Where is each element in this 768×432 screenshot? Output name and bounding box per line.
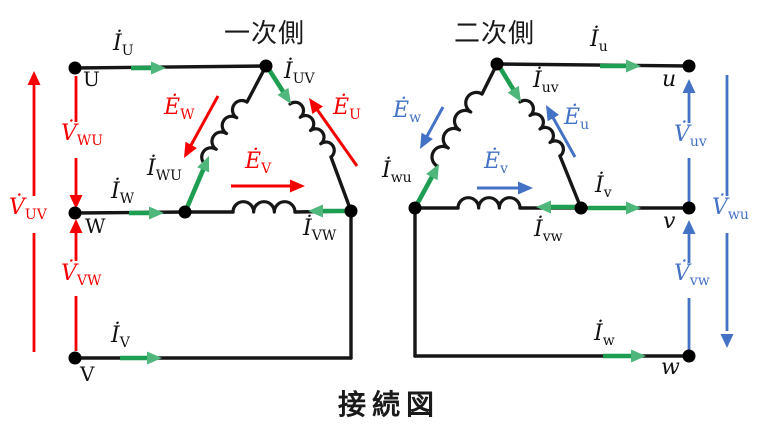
node-v bbox=[682, 201, 696, 215]
VUV-arrowhead-up bbox=[27, 71, 41, 85]
node-primary-bottom-left bbox=[178, 205, 192, 219]
voltage-arrow-VUV bbox=[27, 71, 41, 352]
label-emf-EV: ĖV bbox=[245, 149, 272, 177]
terminal-label-u: u bbox=[662, 67, 677, 92]
label-voltage-Vwu: V̇wu bbox=[712, 195, 749, 223]
emf-arrow-EU bbox=[309, 98, 359, 167]
current-arrow-IV bbox=[120, 351, 162, 365]
wire-apex-u bbox=[495, 62, 691, 68]
voltage-arrow-Vvw bbox=[682, 220, 696, 351]
current-arrow-IUV bbox=[266, 66, 291, 104]
terminal-label-W: W bbox=[85, 214, 106, 238]
VVW-arrowhead-up bbox=[69, 219, 83, 233]
voltage-arrow-Vuv bbox=[682, 79, 696, 203]
node-secondary-apex bbox=[490, 57, 504, 71]
label-current-iu: İu bbox=[590, 27, 608, 55]
node-primary-bottom-right bbox=[344, 204, 358, 218]
wire-delta-left-upper bbox=[245, 64, 268, 104]
label-voltage-Vvw: V̇vw bbox=[674, 261, 710, 289]
primary-winding-bottom-coil bbox=[231, 200, 297, 214]
primary-winding-right-coil bbox=[288, 100, 336, 159]
label-emf-EU: ĖU bbox=[333, 95, 361, 123]
voltage-arrow-VWU bbox=[69, 76, 83, 209]
emf-arrow-Ew bbox=[420, 106, 445, 149]
label-emf-Ew: Ėw bbox=[393, 98, 422, 126]
terminal-label-U: U bbox=[83, 67, 100, 91]
Vwu-arrowhead-down bbox=[720, 334, 734, 348]
label-current-IVW: İVW bbox=[303, 216, 337, 244]
node-w bbox=[682, 349, 696, 363]
current-arrow-iwu bbox=[413, 164, 439, 208]
label-current-iwu: İwu bbox=[382, 158, 412, 186]
secondary-side-title: 二次側 bbox=[454, 19, 536, 49]
emf-arrow-EV bbox=[231, 179, 305, 193]
current-arrow-iw bbox=[603, 349, 646, 363]
current-arrow-iuv bbox=[497, 64, 521, 102]
secondary-winding-bottom-coil bbox=[456, 196, 522, 210]
node-primary-apex bbox=[259, 59, 273, 73]
voltage-arrow-Vwu bbox=[720, 75, 734, 348]
label-current-IUV: İUV bbox=[284, 59, 315, 87]
secondary-winding-right-coil bbox=[518, 98, 565, 158]
label-current-iw: İw bbox=[594, 321, 615, 349]
primary-side-title: 一次側 bbox=[224, 19, 306, 49]
node-secondary-bottom-right bbox=[574, 201, 588, 215]
primary-wires bbox=[73, 64, 353, 360]
label-current-iv: İv bbox=[595, 173, 612, 201]
node-u bbox=[682, 59, 696, 73]
label-current-IV: İV bbox=[111, 323, 130, 351]
secondary-winding-left-coil bbox=[430, 90, 484, 168]
terminal-label-w: w bbox=[661, 355, 680, 380]
node-U bbox=[68, 61, 82, 75]
primary-winding-left-coil bbox=[200, 98, 249, 167]
secondary-wires bbox=[413, 62, 691, 358]
wire-delta-right-lower bbox=[329, 155, 353, 213]
emf-arrow-Ev bbox=[477, 181, 533, 195]
current-arrow-ivw bbox=[536, 200, 579, 214]
label-voltage-VWU: V̇WU bbox=[61, 121, 104, 149]
label-voltage-VVW: V̇VW bbox=[61, 261, 102, 289]
diagram-caption: 接続図 bbox=[338, 388, 441, 421]
wire-delta2-right-lower bbox=[558, 154, 583, 210]
Vvw-arrowhead-up bbox=[682, 220, 696, 234]
emf-arrow-Eu bbox=[546, 105, 577, 158]
node-W bbox=[68, 206, 82, 220]
wire-U-apex bbox=[73, 64, 268, 70]
label-emf-EW: ĖW bbox=[164, 95, 195, 123]
emf-arrow-EW bbox=[184, 95, 220, 158]
Vuv-arrowhead-up bbox=[682, 79, 696, 93]
current-arrow-IW bbox=[129, 206, 164, 220]
nodes bbox=[68, 57, 696, 365]
label-current-IU: İU bbox=[113, 31, 134, 59]
label-emf-Eu: Ėu bbox=[564, 105, 590, 133]
label-current-ivw: İvw bbox=[534, 217, 563, 245]
voltage-arrow-VVW bbox=[69, 219, 83, 351]
label-voltage-Vuv: V̇uv bbox=[674, 122, 707, 150]
current-arrow-iu bbox=[600, 59, 641, 73]
VWU-arrowhead-down bbox=[69, 195, 83, 209]
label-current-iuv: İuv bbox=[533, 68, 559, 96]
current-arrow-IWU bbox=[183, 156, 210, 211]
terminal-label-v: v bbox=[663, 209, 676, 234]
node-secondary-bottom-left bbox=[408, 201, 422, 215]
label-current-IW: İW bbox=[111, 179, 135, 207]
label-emf-Ev: Ėv bbox=[484, 149, 508, 177]
current-arrow-iv bbox=[588, 201, 641, 215]
label-voltage-VUV: V̇UV bbox=[9, 195, 47, 223]
label-current-IWU: İWU bbox=[147, 156, 182, 184]
terminal-label-V: V bbox=[80, 362, 95, 386]
node-V bbox=[68, 351, 82, 365]
current-arrow-IVW bbox=[308, 204, 349, 218]
current-arrow-IU bbox=[131, 61, 166, 75]
